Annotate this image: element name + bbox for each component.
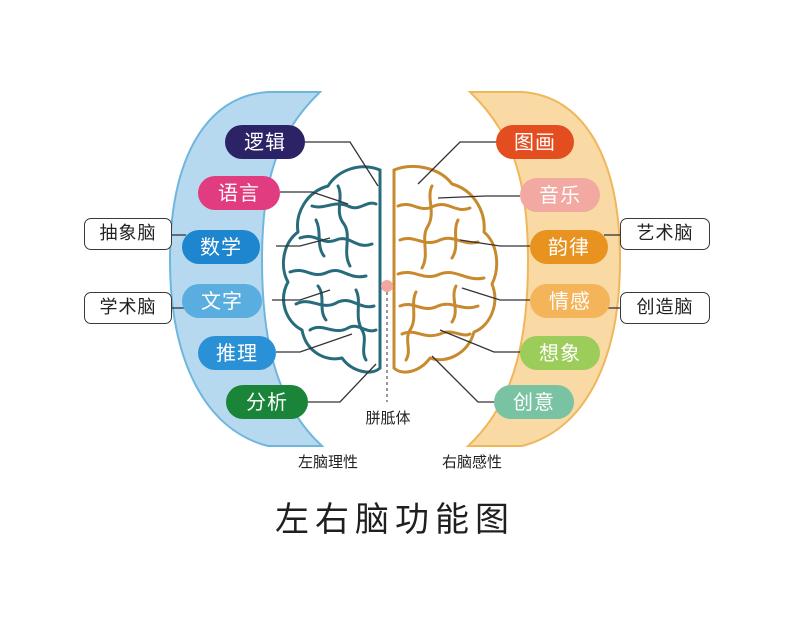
left-item-logic: 逻辑	[225, 125, 305, 159]
tag-abstract-brain: 抽象脑	[84, 218, 172, 250]
right-item-rhythm: 韵律	[530, 230, 608, 264]
right-item-imagination: 想象	[520, 336, 600, 370]
right-item-drawing: 图画	[496, 125, 574, 159]
tag-art-brain: 艺术脑	[620, 218, 710, 250]
left-item-reasoning: 推理	[198, 336, 276, 370]
left-item-writing: 文字	[182, 284, 262, 318]
right-item-emotion: 情感	[530, 284, 610, 318]
left-item-analysis: 分析	[226, 385, 308, 419]
diagram-title: 左右脑功能图	[275, 500, 515, 540]
corpus-callosum-dot	[381, 280, 393, 292]
left-item-math: 数学	[182, 230, 260, 264]
right-item-music: 音乐	[520, 178, 600, 212]
left-brain-caption: 左脑理性	[297, 453, 358, 471]
left-brain-hemisphere	[281, 165, 382, 374]
tag-academic-brain: 学术脑	[84, 292, 172, 324]
right-brain-caption: 右脑感性	[441, 453, 502, 471]
right-item-creativity: 创意	[494, 385, 574, 419]
left-item-language: 语言	[198, 176, 280, 210]
right-leader-lines	[417, 141, 530, 403]
right-brain-hemisphere	[392, 165, 499, 374]
tag-creative-brain: 创造脑	[620, 292, 710, 324]
left-leader-lines	[272, 141, 379, 403]
corpus-callosum-label: 胼胝体	[365, 409, 411, 427]
